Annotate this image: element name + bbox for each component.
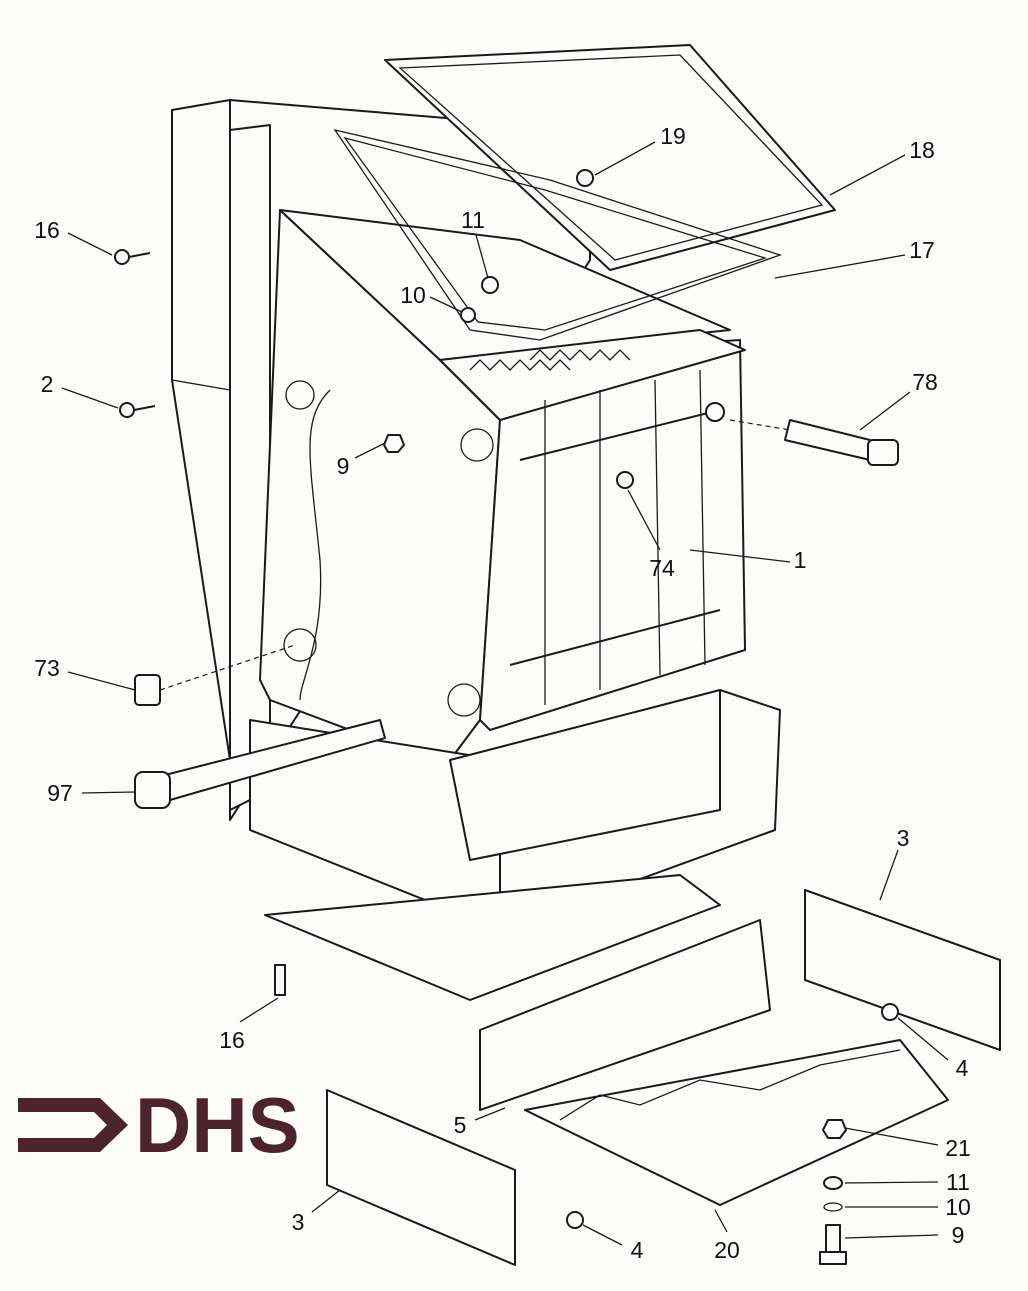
heat-exchanger <box>439 329 746 731</box>
callout-2: 2 <box>41 371 54 397</box>
callout-20: 20 <box>714 1237 740 1263</box>
callouts: 16 2 9 10 11 19 18 17 78 74 1 73 97 3 4 … <box>34 123 971 1263</box>
callout-97: 97 <box>47 780 73 806</box>
lid-and-gasket <box>333 44 836 341</box>
screw-16-lower <box>274 964 286 996</box>
callout-3b: 3 <box>292 1209 305 1235</box>
logo-arrow-icon <box>18 1098 128 1152</box>
callout-11: 11 <box>461 207 485 233</box>
dhs-logo: DHS <box>18 1081 300 1169</box>
callout-78: 78 <box>912 369 938 395</box>
callout-16b: 16 <box>219 1027 245 1053</box>
logo-text: DHS <box>135 1081 300 1169</box>
callout-74: 74 <box>649 555 675 581</box>
callout-17: 17 <box>909 237 935 263</box>
callout-10: 10 <box>400 282 426 308</box>
callout-18: 18 <box>909 137 935 163</box>
side-panel-left <box>326 1089 516 1266</box>
callout-10b: 10 <box>945 1194 971 1220</box>
callout-9: 9 <box>337 453 350 479</box>
pipes <box>134 419 899 809</box>
callout-16: 16 <box>34 217 60 243</box>
callout-19: 19 <box>660 123 686 149</box>
callout-21: 21 <box>945 1135 971 1161</box>
callout-3: 3 <box>897 825 910 851</box>
lower-frame <box>249 689 781 931</box>
callout-73: 73 <box>34 655 60 681</box>
tapping-left <box>283 628 317 662</box>
callout-4: 4 <box>956 1055 969 1081</box>
callout-9b: 9 <box>952 1222 965 1248</box>
screws <box>114 169 594 453</box>
base-parts <box>264 874 1001 1266</box>
callout-4b: 4 <box>631 1237 644 1263</box>
plug <box>134 674 161 706</box>
side-panel-right <box>804 889 1001 1051</box>
callout-1: 1 <box>794 547 807 573</box>
leader-lines <box>61 141 949 1246</box>
callout-11b: 11 <box>946 1169 970 1195</box>
callout-5: 5 <box>454 1112 467 1138</box>
tapping-right <box>447 683 481 717</box>
